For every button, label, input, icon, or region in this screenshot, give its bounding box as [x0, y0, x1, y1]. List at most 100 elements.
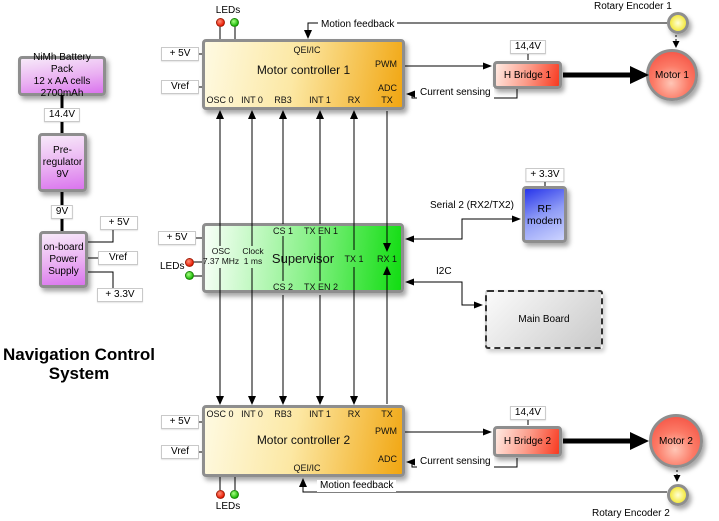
motor-1-circle: Motor 1 [646, 49, 698, 101]
mc2-leds-label: LEDs [215, 501, 241, 512]
prereg-line1: Pre- [53, 144, 72, 156]
current-sensing-2-arrow [406, 458, 415, 466]
mc2-title: Motor controller 2 [256, 433, 351, 447]
psu-vref-chip: Vref [98, 251, 138, 265]
main-board-box: Main Board [485, 290, 603, 349]
mc2-vref-chip: Vref [161, 445, 199, 459]
mc1-pin-tx: TX [381, 95, 393, 105]
battery-line1: NiMh Battery Pack [33, 52, 91, 75]
pre-regulator-box: Pre- regulator 9V [38, 133, 87, 192]
hbridge-1-voltage-chip: 14,4V [509, 40, 547, 54]
sup-txen2-label: TX EN 2 [303, 282, 339, 292]
main-board-label: Main Board [518, 314, 570, 325]
mc1-pin-rx: RX [347, 95, 361, 105]
h-bridge-1-label: H Bridge 1 [503, 69, 552, 81]
mc2-pwm-label: PWM [375, 426, 397, 436]
sup-osc-label: OSC 7.37 MHz [202, 246, 240, 266]
motor-controller-1-box: QEI/IC Motor controller 1 PWM ADC OSC 0 … [202, 39, 405, 110]
mc2-pin-rx: RX [347, 409, 361, 419]
battery-line3: 2700mAh [40, 88, 84, 99]
motor-1-label: Motor 1 [655, 69, 689, 81]
mc1-pin-osc0: OSC 0 [206, 95, 234, 105]
prereg-line2: regulator [42, 156, 83, 168]
rf-modem-voltage-chip: + 3.3V [525, 168, 565, 182]
current-sensing-1-label: Current sensing [417, 87, 494, 99]
motion-feedback-2-label: Motion feedback [317, 480, 397, 492]
arrows-into-mc2 [216, 396, 358, 405]
mc1-leds-label: LEDs [215, 5, 241, 16]
mc1-led-green [230, 18, 239, 27]
diagram-title: Navigation Control System [2, 345, 156, 383]
mc2-pin-rb3: RB3 [274, 409, 292, 419]
serial2-line [413, 218, 513, 240]
rf-modem-line1: RF [537, 202, 552, 215]
mc1-pin-int1: INT 1 [309, 95, 331, 105]
mc1-pin-rb3: RB3 [274, 95, 292, 105]
motion-feedback-1-arrow [304, 30, 312, 39]
rf-modem-line2: modem [526, 214, 562, 227]
serial2-label: Serial 2 (RX2/TX2) [427, 200, 517, 212]
mc2-led-green [230, 490, 239, 499]
serial2-arrows [405, 215, 521, 243]
psu-3v3-chip: + 3.3V [97, 288, 143, 302]
motor-2-label: Motor 2 [659, 435, 693, 447]
motor-2-drive-arrow [630, 432, 649, 450]
mc2-5v-chip: + 5V [161, 415, 199, 429]
mc2-qei-label: QEI/IC [293, 463, 321, 473]
sup-title: Supervisor [271, 251, 335, 266]
mc1-vref-chip: Vref [161, 80, 199, 94]
battery-voltage-chip: 14.4V [43, 108, 81, 122]
current-sensing-1-arrow [406, 90, 415, 98]
motor-controller-2-box: OSC 0 INT 0 RB3 INT 1 RX TX Motor contro… [202, 405, 405, 477]
rf-modem-box: RF modem [522, 186, 567, 243]
mc2-led-red [216, 490, 225, 499]
motor-1-encoder-arrow [672, 41, 680, 48]
mc1-qei-label: QEI/IC [293, 45, 321, 55]
sup-rx1-label: RX 1 [376, 254, 398, 264]
rotary-encoder-1-label: Rotary Encoder 1 [594, 1, 672, 12]
supervisor-leds-label: LEDs [160, 261, 185, 272]
current-sensing-2-label: Current sensing [417, 456, 494, 468]
sup-tx1-label: TX 1 [344, 254, 364, 264]
motion-feedback-1-label: Motion feedback [318, 19, 398, 31]
sup-txen1-label: TX EN 1 [303, 226, 339, 236]
battery-line2: 12 x AA cells [33, 76, 91, 87]
sup-clock-label: Clock 1 ms [242, 246, 264, 266]
mc1-adc-label: ADC [377, 83, 397, 93]
prereg-line3: 9V [56, 168, 69, 180]
prereg-voltage-chip: 9V [50, 205, 74, 219]
motor-2-encoder-arrow [673, 475, 681, 482]
sup-cs2-label: CS 2 [272, 282, 294, 292]
mc1-5v-chip: + 5V [161, 47, 199, 61]
i2c-line [413, 281, 478, 306]
psu-line1: on-board [43, 241, 84, 253]
battery-pack-box: NiMh Battery Pack 12 x AA cells 2700mAh [18, 52, 106, 99]
motor-2-circle: Motor 2 [649, 414, 703, 468]
mc2-adc-label: ADC [377, 454, 397, 464]
supervisor-led-red [185, 258, 194, 267]
h-bridge-1-box: H Bridge 1 [493, 61, 562, 89]
mc2-pin-tx: TX [381, 409, 393, 419]
pwm-1-arrow [483, 62, 492, 70]
mc2-pin-int1: INT 1 [309, 409, 331, 419]
motion-feedback-2-arrow [299, 478, 307, 487]
mc1-pwm-label: PWM [375, 59, 397, 69]
supervisor-box: CS 1 TX EN 1 OSC 7.37 MHz Clock 1 ms Sup… [202, 223, 404, 293]
sup-cs1-label: CS 1 [272, 226, 294, 236]
psu-5v-chip: + 5V [100, 216, 138, 230]
pwm-2-arrow [483, 428, 492, 436]
hbridge-2-voltage-chip: 14,4V [509, 406, 547, 420]
rotary-encoder-1-circle [667, 12, 689, 34]
psu-line2: Power [49, 253, 78, 265]
mc1-pin-int0: INT 0 [241, 95, 263, 105]
mc1-title: Motor controller 1 [256, 63, 351, 77]
mc2-pin-int0: INT 0 [241, 409, 263, 419]
arrows-into-mc1 [216, 110, 358, 119]
mc2-pin-osc0: OSC 0 [206, 409, 234, 419]
mc1-led-red [216, 18, 225, 27]
supervisor-led-green [185, 271, 194, 280]
psu-line3: Supply [48, 265, 79, 277]
power-supply-box: on-board Power Supply [39, 231, 88, 288]
rotary-encoder-2-label: Rotary Encoder 2 [592, 508, 670, 519]
